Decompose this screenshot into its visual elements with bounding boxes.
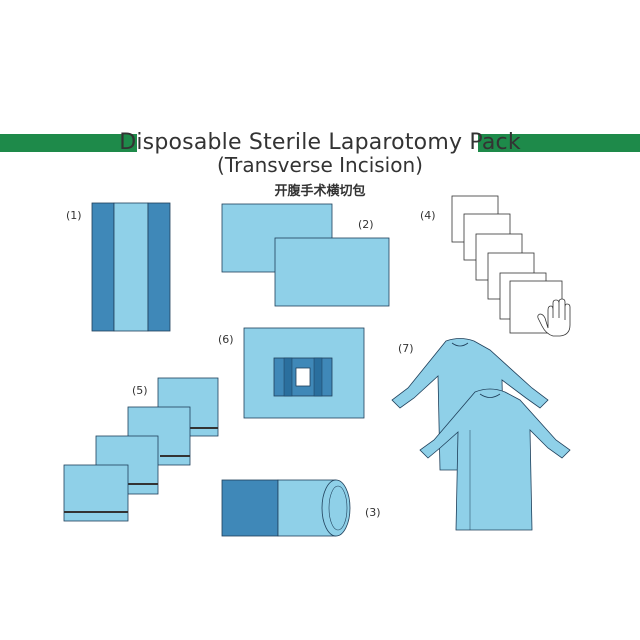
header-bar-left	[0, 134, 137, 152]
page-subtitle: (Transverse Incision)	[217, 153, 423, 177]
header-bar-right	[478, 134, 640, 152]
item-label-5: (5)	[132, 384, 148, 397]
item-label-6: (6)	[218, 333, 234, 346]
laparotomy-drape-6	[243, 327, 365, 419]
towels-4	[451, 195, 571, 337]
page-title-chinese: 开腹手术横切包	[274, 184, 366, 199]
hand-icon	[537, 298, 571, 337]
hand-towels-5	[63, 377, 219, 522]
striped-drape-1	[91, 202, 171, 332]
page-title: Disposable Sterile Laparotomy Pack	[119, 130, 521, 155]
surgical-gowns-7	[391, 338, 571, 531]
item-label-2: (2)	[358, 218, 374, 231]
item-label-7: (7)	[398, 342, 414, 355]
item-label-4: (4)	[420, 209, 436, 222]
table-covers-2	[221, 203, 390, 307]
item-label-3: (3)	[365, 506, 381, 519]
mayo-stand-cover-3	[221, 479, 351, 537]
item-label-1: (1)	[66, 209, 82, 222]
